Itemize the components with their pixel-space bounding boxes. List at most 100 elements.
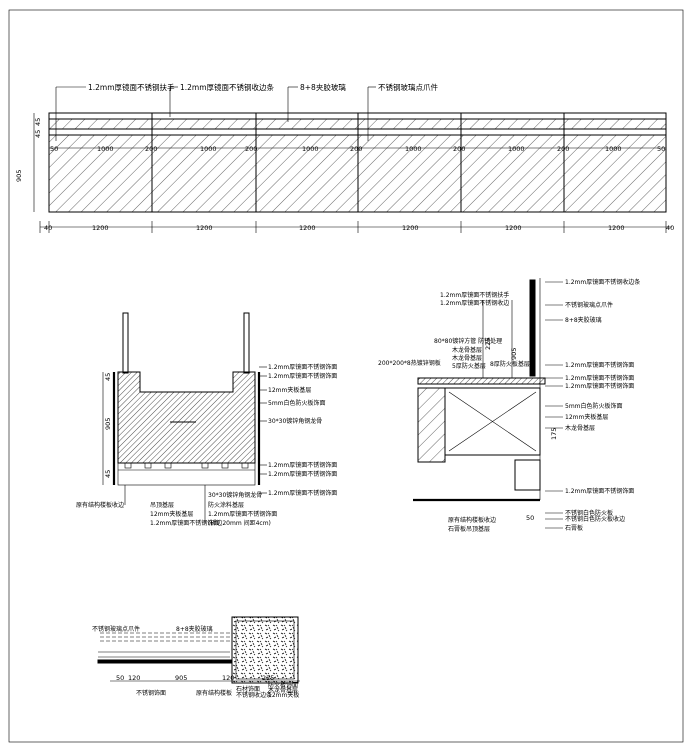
dim-text: 225 xyxy=(484,338,492,350)
section-label: 80*80镀锌方管 防锈处理 xyxy=(434,337,502,345)
section-label: 1.2mm厚镜面不锈钢饰面 xyxy=(565,374,634,382)
section-label: 木龙骨基层 xyxy=(565,424,595,432)
small-box xyxy=(514,459,541,491)
section-label: 30*30镀锌角钢龙骨 xyxy=(268,417,322,425)
bolt xyxy=(221,462,229,469)
dim-text: 45 xyxy=(104,470,112,478)
dim-text: 40 xyxy=(44,224,52,232)
bolt xyxy=(201,462,209,469)
callout-label: 8+8夹胶玻璃 xyxy=(300,82,346,92)
section-label: (折边20mm 间距4cm) xyxy=(208,519,271,527)
bolt xyxy=(144,462,152,469)
section-label: 石膏板吊顶基层 xyxy=(448,525,490,533)
dim-text: 200 xyxy=(145,145,157,153)
box-cross xyxy=(448,391,537,452)
plan-label: 石材饰面 xyxy=(236,685,260,693)
section-label: 1.2mm厚镜面不锈钢饰面 xyxy=(268,470,337,478)
plan-label: 防火板饰面 xyxy=(268,681,298,689)
dim-text: 200 xyxy=(350,145,362,153)
section-label: 8+8夹胶玻璃 xyxy=(565,316,602,324)
callout-label: 不锈钢玻璃点爪件 xyxy=(378,82,438,92)
bolt xyxy=(241,462,249,469)
dim-text: 225 xyxy=(262,674,274,682)
glass-pane xyxy=(529,279,536,377)
concrete xyxy=(417,387,446,463)
hatched-core xyxy=(117,371,256,464)
dim-text: 905 xyxy=(175,674,187,682)
section-label: 原有结构楼板收边 xyxy=(76,501,124,509)
section-label: 12mm夹板基层 xyxy=(268,386,311,394)
plan-label: 12mm夹板 xyxy=(268,691,299,699)
plan-label: 不锈钢饰面 xyxy=(136,689,166,697)
section-label: 30*30镀锌角钢龙骨 xyxy=(208,491,262,499)
section-label: 原有结构楼板收边 xyxy=(448,516,496,524)
section-label: 不锈钢白色防火板 xyxy=(565,509,613,517)
dim-text: 1200 xyxy=(402,224,419,232)
section-label: 1.2mm厚镜面不锈钢饰面 xyxy=(268,461,337,469)
section-detail-left: 45905451.2mm厚镜面不锈钢饰面1.2mm厚镜面不锈钢饰面12mm夹板基… xyxy=(76,312,337,527)
section-label: 1.2mm厚镜面不锈钢饰面 xyxy=(268,363,337,371)
dim-text: 45 xyxy=(34,130,42,138)
post-left xyxy=(122,312,129,374)
section-label: 5mm白色防火板饰面 xyxy=(268,399,326,407)
section-label: 防火涂料基层 xyxy=(208,501,244,509)
bolt xyxy=(164,462,172,469)
dim-text: 175 xyxy=(550,428,558,440)
dim-text: 45 xyxy=(104,373,112,381)
section-label: 12mm夹板基层 xyxy=(565,413,608,421)
sheet-frame xyxy=(8,9,684,743)
dim-text: 40 xyxy=(666,224,674,232)
section-label: 8厚防火板基层 xyxy=(490,360,530,368)
section-label: 石膏板 xyxy=(565,524,583,532)
section-label: 不锈钢白色防火板收边 xyxy=(565,515,625,523)
dim-text: 50 xyxy=(50,145,58,153)
dim-text: 1000 xyxy=(405,145,422,153)
section-label: 1.2mm厚镜面不锈钢饰面 xyxy=(565,361,634,369)
plan-label: 不锈钢收边条 xyxy=(236,691,272,699)
plan-label: 木龙骨基层 xyxy=(268,686,298,694)
plan-label: 原有结构楼板 xyxy=(196,689,232,697)
section-label: 木龙骨基层 xyxy=(452,346,482,354)
section-label: 吊顶基层 xyxy=(150,501,174,509)
dim-text: 1200 xyxy=(92,224,109,232)
dim-text: 1200 xyxy=(608,224,625,232)
plan-label: 不锈钢玻璃点爪件 xyxy=(92,625,140,633)
dim-text: 905 xyxy=(510,348,518,360)
section-label: 1.2mm厚镜面不锈钢饰面 xyxy=(268,372,337,380)
plan-label: 8+8夹胶玻璃 xyxy=(176,625,213,633)
section-label: 1.2mm厚镜面不锈钢饰面 xyxy=(268,489,337,497)
section-label: 12mm夹板基层 xyxy=(150,510,193,518)
dim-text: 905 xyxy=(104,418,112,430)
section-label: 200*200*8热镀锌钢板 xyxy=(378,359,441,367)
dim-text: 200 xyxy=(453,145,465,153)
section-label: 1.2mm厚镜面不锈钢收边 xyxy=(440,299,509,307)
dim-text: 120 xyxy=(128,674,140,682)
bolt xyxy=(124,462,132,469)
section-label: 1.2mm厚镜面不锈钢收边条 xyxy=(565,278,640,286)
dim-text: 1000 xyxy=(97,145,114,153)
bottom-strip xyxy=(117,462,256,486)
dim-text: 1000 xyxy=(200,145,217,153)
dim-text: 45 xyxy=(34,118,42,126)
section-label: 1.2mm厚镜面不锈钢饰面 xyxy=(150,519,219,527)
dim-text: 1000 xyxy=(302,145,319,153)
section-label: 不锈钢玻璃点爪件 xyxy=(565,301,613,309)
callout-label: 1.2mm厚镜面不锈钢收边条 xyxy=(180,82,275,92)
dim-text: 1000 xyxy=(605,145,622,153)
callout-label: 1.2mm厚镜面不锈钢扶手 xyxy=(88,82,175,92)
dim-text: 1200 xyxy=(196,224,213,232)
dim-text: 50 xyxy=(657,145,665,153)
section-label: 1.2mm厚镜面不锈钢饰面 xyxy=(565,382,634,390)
railing-elevation: 1.2mm厚镜面不锈钢扶手 1.2mm厚镜面不锈钢收边条 8+8夹胶玻璃 不锈钢玻璃点… xyxy=(15,82,674,233)
dim-text: 50 xyxy=(116,674,124,682)
section-label: 木龙骨基层 xyxy=(452,354,482,362)
dim-text: 200 xyxy=(557,145,569,153)
stone-inner xyxy=(235,620,295,680)
dim-text: 1000 xyxy=(508,145,525,153)
section-label: 1.2mm厚镜面不锈钢饰面 xyxy=(208,510,277,518)
dim-text: 1200 xyxy=(505,224,522,232)
stone-column xyxy=(231,616,299,684)
